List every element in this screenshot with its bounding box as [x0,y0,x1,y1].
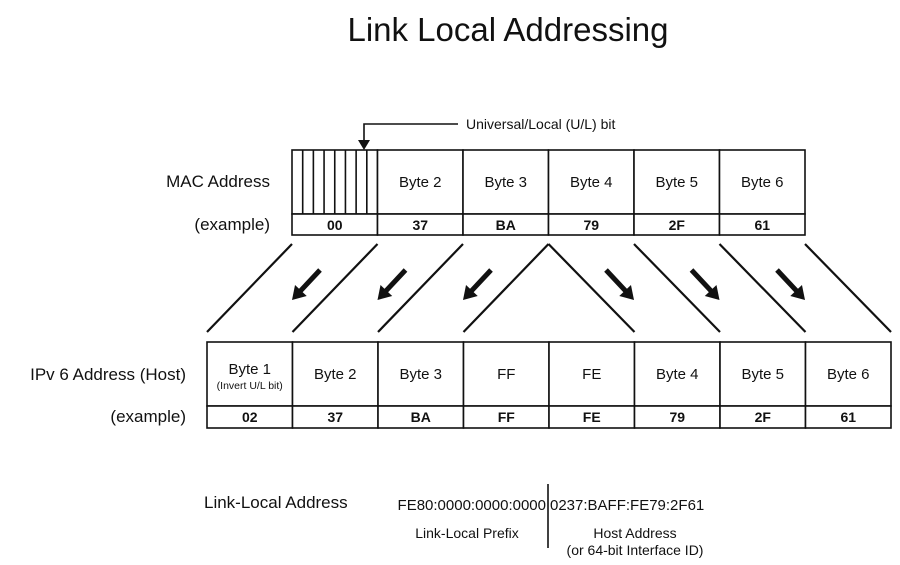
host-address-caption: Host Address [593,525,676,541]
mapping-arrow [689,268,720,300]
mapping-arrow [292,268,322,300]
mac-byte-1-bits [301,150,368,214]
ipv6-byte-cell [804,341,892,407]
ul-bit-pointer-arrowhead [358,140,370,150]
mapping-line [291,243,379,333]
link-local-address-label: Link-Local Address [204,493,348,512]
ipv6-byte-cell [633,341,721,407]
ul-bit-pointer-line [363,123,458,142]
ipv6-byte-label: Byte 3 [399,366,442,383]
ipv6-byte-label: Byte 1 [228,361,271,378]
ipv6-address-label: IPv 6 Address (Host) [30,365,186,384]
ipv6-example-value: 37 [327,409,343,425]
mac-address-label: MAC Address [166,172,270,191]
mac-example-value: 37 [412,217,428,233]
ipv6-byte-label: Byte 2 [314,366,357,383]
mac-example-value: 2F [669,217,686,233]
link-local-prefix-value: FE80:0000:0000:0000 [398,497,546,514]
ipv6-example-value: FE [583,409,601,425]
ipv6-example-value: 79 [669,409,685,425]
mac-byte-label: Byte 6 [741,174,784,191]
mac-example-value: BA [496,217,516,233]
byte-mapping-lines [206,243,892,333]
ipv6-byte-label: Byte 5 [741,366,784,383]
mapping-line [633,243,721,333]
mac-example-label: (example) [194,215,270,234]
mac-example-value: 00 [327,217,343,233]
mapping-line [462,243,550,333]
mapping-line [377,243,464,333]
mapping-arrow [775,268,805,300]
interface-id-caption: (or 64-bit Interface ID) [567,542,704,558]
mapping-arrow [463,268,493,300]
mac-example-value: 79 [583,217,599,233]
mapping-arrow [604,268,634,300]
ipv6-example-value: 61 [840,409,856,425]
mac-example-cells: 00 37 BA 79 2F 61 [291,213,806,236]
ipv6-example-cells: 02 37 BA FF FE 79 2F 61 [206,405,892,429]
mapping-line [547,243,636,333]
ipv6-byte-label: FF [497,366,515,383]
ul-bit-label: Universal/Local (U/L) bit [466,116,615,132]
ipv6-byte-label: Byte 4 [656,366,699,383]
mac-byte-label: Byte 5 [655,174,698,191]
ipv6-example-value: BA [411,409,431,425]
mac-example-value: 61 [754,217,770,233]
ipv6-example-label: (example) [110,407,186,426]
mac-byte-label: Byte 4 [570,174,613,191]
mapping-arrow [377,268,408,300]
ipv6-byte-cell [462,341,550,407]
mac-address-cells: Byte 2 Byte 3 Byte 4 Byte 5 Byte 6 [291,149,806,215]
mac-byte-cell [376,149,464,215]
ipv6-byte-cell [206,341,294,407]
ipv6-byte-label: FE [582,366,601,383]
ipv6-byte-label: Byte 6 [827,366,870,383]
invert-ul-bit-note: (Invert U/L bit) [217,380,283,392]
ipv6-example-value: FF [498,409,516,425]
mac-byte-label: Byte 2 [399,174,442,191]
mac-byte-cell [718,149,806,215]
ipv6-example-value: 2F [755,409,772,425]
ipv6-byte-cell [291,341,379,407]
ipv6-byte-cell [377,341,465,407]
mac-example-cell [718,213,806,236]
ipv6-byte-cell [719,341,807,407]
ipv6-byte-cell [548,341,636,407]
ipv6-example-value: 02 [242,409,258,425]
diagram-title: Link Local Addressing [347,11,668,48]
mapping-line [206,243,293,333]
ipv6-example-cell [804,405,892,429]
mapping-line [804,243,892,333]
link-local-host-value: 0237:BAFF:FE79:2F61 [550,497,704,514]
mac-byte-label: Byte 3 [484,174,527,191]
ipv6-address-cells: Byte 1 (Invert U/L bit) Byte 2 Byte 3 FF FE By… [206,341,892,407]
link-local-prefix-caption: Link-Local Prefix [415,525,519,541]
mapping-line [718,243,807,333]
